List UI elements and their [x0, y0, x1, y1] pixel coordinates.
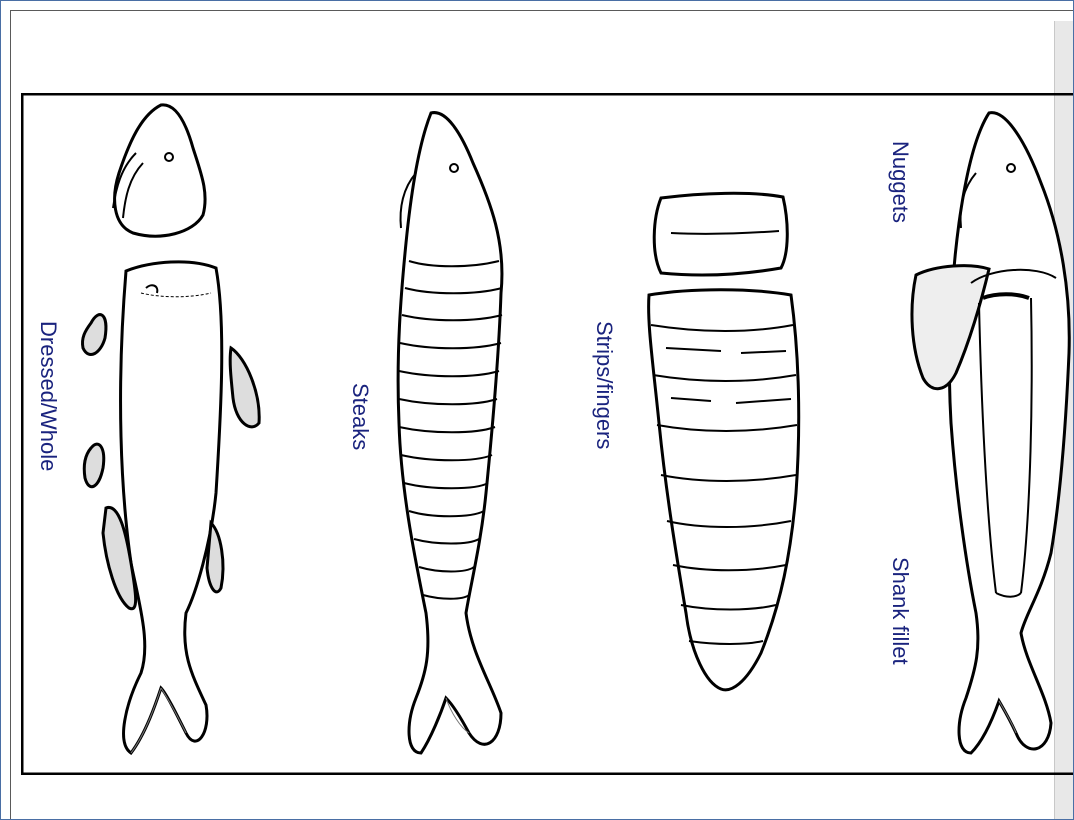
- dressed-fin-5: [207, 523, 223, 592]
- dressed-whole-label: Dressed/Whole: [36, 321, 61, 471]
- shank-fillet-fish: [912, 113, 1069, 753]
- strips-fingers-label: Strips/fingers: [592, 321, 617, 449]
- dressed-fin-2: [84, 444, 103, 487]
- dressed-whole-fish: [82, 105, 259, 753]
- fish-cuts-diagram: Dressed/Whole Steaks: [21, 93, 1074, 775]
- steaks-label: Steaks: [348, 383, 373, 450]
- strips-body: [649, 290, 799, 690]
- shank-fillet-label: Shank fillet: [888, 557, 913, 665]
- dressed-fin-4: [230, 348, 259, 427]
- steaks-fish: [398, 113, 502, 753]
- nuggets-label: Nuggets: [888, 141, 913, 223]
- dressed-head: [115, 105, 205, 236]
- strips-fish: [649, 193, 799, 690]
- dressed-fin-1: [82, 315, 105, 355]
- dressed-body: [121, 262, 222, 753]
- shank-outline: [949, 113, 1069, 753]
